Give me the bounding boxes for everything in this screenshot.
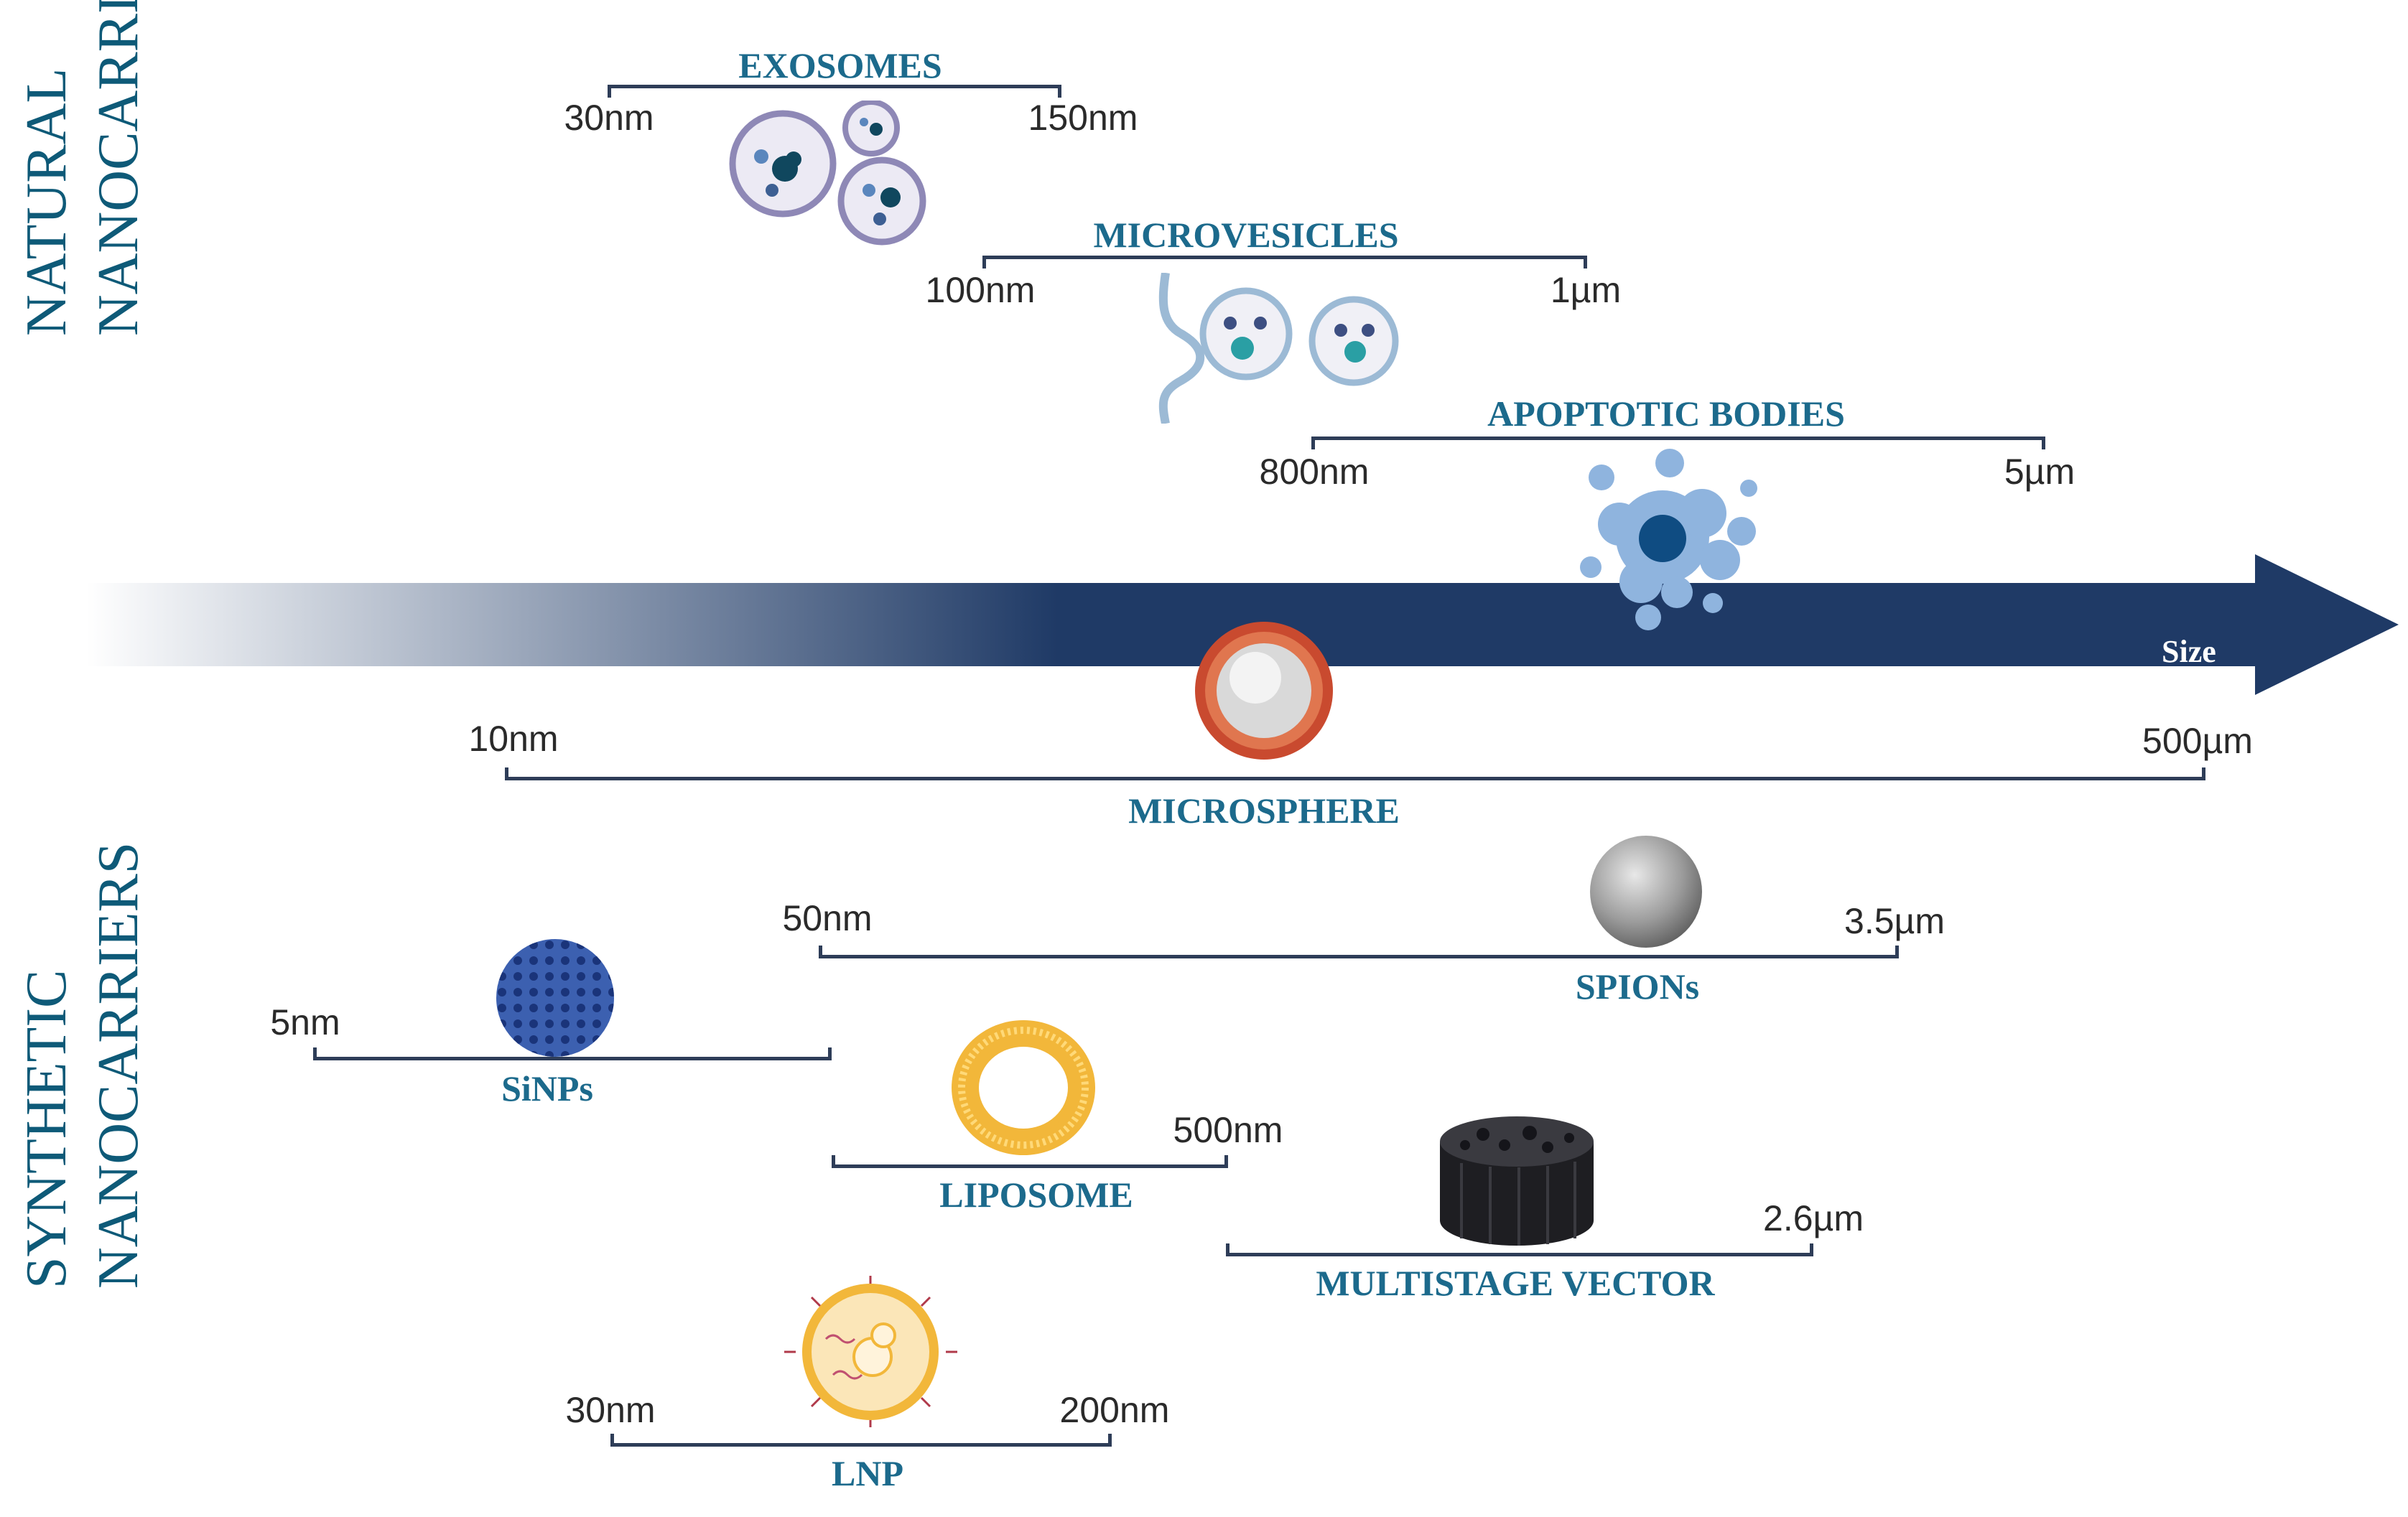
synthetic-nanocarriers-title: SYNTHETIC NANOCARRIERS: [11, 841, 154, 1289]
spion-max: 3.5µm: [1844, 901, 1945, 941]
spion-label: SPIONs: [1575, 966, 1700, 1007]
apoptotic-bodies-min: 800nm: [1259, 452, 1370, 492]
exosomes-label: EXOSOMES: [738, 45, 942, 85]
apoptotic-bodies-range-bar: [1311, 437, 2045, 449]
multistage-vector-label: MULTISTAGE VECTOR: [1316, 1263, 1715, 1303]
liposome-range-bar: [832, 1155, 1228, 1168]
microvesicles-min: 100nm: [925, 270, 1036, 310]
synthetic-title-line1: SYNTHETIC: [15, 969, 78, 1289]
spion-min: 50nm: [782, 898, 873, 938]
size-axis-arrow: [86, 554, 2399, 695]
lnp-range-bar: [610, 1434, 1112, 1447]
spion-range-bar: [819, 946, 1899, 958]
natural-title-line1: NATURAL: [15, 67, 78, 336]
multistage-vector-icon: [1440, 1116, 1594, 1246]
sinps-label: SiNPs: [501, 1068, 593, 1108]
lipid-nanoparticle-icon: [784, 1276, 957, 1427]
sinps-min: 5nm: [270, 1002, 340, 1042]
microsphere-icon: [1195, 622, 1333, 760]
size-axis-label: Size: [2162, 634, 2216, 669]
multistage-vector-range-bar: [1226, 1243, 1813, 1256]
apoptotic-bodies-max: 5µm: [2004, 452, 2075, 492]
exosomes-min: 30nm: [564, 98, 654, 138]
synthetic-title-line2: NANOCARRIERS: [87, 841, 150, 1289]
microsphere-label: MICROSPHERE: [1128, 790, 1400, 831]
microsphere-range-bar: [505, 767, 2205, 780]
lnp-min: 30nm: [565, 1390, 656, 1430]
microvesicles-range-bar: [982, 256, 1587, 269]
exosomes-max: 150nm: [1028, 98, 1138, 138]
lnp-max: 200nm: [1059, 1390, 1170, 1430]
exosomes-icon: [729, 101, 926, 246]
liposome-label: LIPOSOME: [939, 1175, 1133, 1215]
natural-title-line2: NANOCARRIERS: [87, 0, 150, 336]
sinps-range-bar: [313, 1047, 832, 1060]
microsphere-max: 500µm: [2142, 721, 2253, 761]
microvesicles-label: MICROVESICLES: [1093, 215, 1399, 255]
exosomes-range-bar: [608, 85, 1061, 98]
lnp-label: LNP: [832, 1453, 903, 1493]
liposome-icon: [952, 1020, 1095, 1155]
natural-nanocarriers-title: NATURAL NANOCARRIERS: [11, 0, 154, 336]
multistage-vector-max: 2.6µm: [1763, 1198, 1864, 1238]
microvesicles-max: 1µm: [1550, 270, 1622, 310]
silica-nanoparticle-icon: [496, 939, 614, 1057]
apoptotic-bodies-label: APOPTOTIC BODIES: [1487, 393, 1845, 434]
microsphere-min: 10nm: [468, 719, 559, 759]
microvesicles-icon: [1158, 273, 1399, 424]
spion-icon: [1590, 836, 1702, 948]
liposome-max: 500nm: [1173, 1110, 1283, 1150]
apoptotic-body-icon: [1580, 449, 1757, 630]
